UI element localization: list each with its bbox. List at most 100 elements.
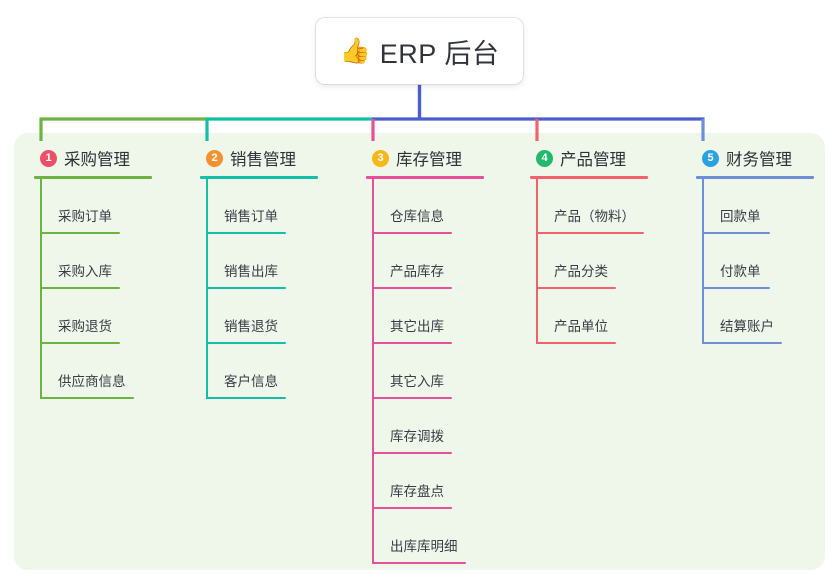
branch-column-1: 1 采购管理采购订单采购入库采购退货供应商信息 xyxy=(34,146,184,399)
branch-item-label: 付款单 xyxy=(720,264,761,279)
branch-item[interactable]: 库存调拨 xyxy=(366,399,516,454)
branch-title: 库存管理 xyxy=(396,151,462,169)
branch-item-label: 产品分类 xyxy=(554,264,608,279)
thumbs-up-icon: 👍 xyxy=(339,36,371,65)
branch-item[interactable]: 产品分类 xyxy=(530,234,680,289)
branch-item-label: 供应商信息 xyxy=(58,374,126,389)
branch-underline xyxy=(696,176,814,179)
branch-item[interactable]: 产品（物料） xyxy=(530,179,680,234)
branch-item[interactable]: 销售订单 xyxy=(200,179,350,234)
branch-item-underline xyxy=(372,397,452,399)
branch-item-label: 出库库明细 xyxy=(390,539,458,554)
branch-title: 销售管理 xyxy=(230,151,296,169)
branch-item-label: 产品（物料） xyxy=(554,209,635,224)
branch-number-badge: 5 xyxy=(702,149,719,167)
branch-item-label: 采购订单 xyxy=(58,209,112,224)
branch-item[interactable]: 出库库明细 xyxy=(366,509,516,564)
branch-item[interactable]: 供应商信息 xyxy=(34,344,184,399)
branch-item-underline xyxy=(372,287,452,289)
branch-item-list: 采购订单采购入库采购退货供应商信息 xyxy=(34,179,184,399)
branch-header-5[interactable]: 5 财务管理 xyxy=(696,146,826,170)
branch-item-label: 回款单 xyxy=(720,209,761,224)
branch-item-underline xyxy=(372,342,452,344)
branch-item-underline xyxy=(206,397,286,399)
diagram-panel xyxy=(14,133,825,570)
branch-item-underline xyxy=(372,452,452,454)
branch-item-list: 仓库信息产品库存其它出库其它入库库存调拨库存盘点出库库明细 xyxy=(366,179,516,564)
branch-item-label: 结算账户 xyxy=(720,319,774,334)
branch-item-underline xyxy=(536,232,644,234)
branch-item-underline xyxy=(702,287,770,289)
branch-item[interactable]: 付款单 xyxy=(696,234,826,289)
branch-item-label: 采购退货 xyxy=(58,319,112,334)
branch-item-underline xyxy=(40,287,120,289)
branch-item[interactable]: 客户信息 xyxy=(200,344,350,399)
branch-item-underline xyxy=(702,232,770,234)
branch-item-label: 产品单位 xyxy=(554,319,608,334)
branch-item-underline xyxy=(372,507,452,509)
branch-underline xyxy=(200,176,318,179)
branch-item-underline xyxy=(372,232,452,234)
branch-item[interactable]: 销售退货 xyxy=(200,289,350,344)
branch-item-label: 销售订单 xyxy=(224,209,278,224)
branch-underline xyxy=(34,176,152,179)
branch-item-underline xyxy=(40,342,120,344)
branch-header-1[interactable]: 1 采购管理 xyxy=(34,146,184,170)
branch-item-underline xyxy=(536,342,616,344)
branch-item-label: 库存调拨 xyxy=(390,429,444,444)
branch-spine xyxy=(206,179,208,399)
branch-spine xyxy=(702,179,704,344)
branch-item[interactable]: 产品单位 xyxy=(530,289,680,344)
branch-item-label: 其它出库 xyxy=(390,319,444,334)
branch-header-4[interactable]: 4 产品管理 xyxy=(530,146,680,170)
branch-item-underline xyxy=(40,232,120,234)
branch-underline xyxy=(530,176,648,179)
branch-item-underline xyxy=(206,232,286,234)
branch-column-5: 5 财务管理回款单付款单结算账户 xyxy=(696,146,826,344)
branch-item[interactable]: 产品库存 xyxy=(366,234,516,289)
branch-item-underline xyxy=(536,287,616,289)
branch-item-list: 回款单付款单结算账户 xyxy=(696,179,826,344)
branch-item-underline xyxy=(372,562,466,564)
root-node[interactable]: 👍 ERP 后台 xyxy=(316,18,523,84)
branch-item[interactable]: 销售出库 xyxy=(200,234,350,289)
branch-item-list: 产品（物料） 产品分类产品单位 xyxy=(530,179,680,344)
branch-item-label: 仓库信息 xyxy=(390,209,444,224)
branch-item-label: 采购入库 xyxy=(58,264,112,279)
branch-title: 采购管理 xyxy=(64,151,130,169)
branch-column-3: 3 库存管理仓库信息产品库存其它出库其它入库库存调拨库存盘点出库库明细 xyxy=(366,146,516,564)
page-title: ERP 后台 xyxy=(379,38,500,69)
branch-item-label: 库存盘点 xyxy=(390,484,444,499)
branch-item-label: 其它入库 xyxy=(390,374,444,389)
branch-spine xyxy=(40,179,42,399)
branch-item-list: 销售订单销售出库销售退货客户信息 xyxy=(200,179,350,399)
branch-item[interactable]: 结算账户 xyxy=(696,289,826,344)
branch-number-badge: 1 xyxy=(40,149,57,167)
branch-number-badge: 3 xyxy=(372,149,389,167)
branch-item[interactable]: 其它出库 xyxy=(366,289,516,344)
branch-item[interactable]: 回款单 xyxy=(696,179,826,234)
branch-number-badge: 4 xyxy=(536,149,553,167)
branch-item[interactable]: 其它入库 xyxy=(366,344,516,399)
branch-item[interactable]: 采购订单 xyxy=(34,179,184,234)
branch-item-underline xyxy=(702,342,782,344)
branch-column-4: 4 产品管理产品（物料） 产品分类产品单位 xyxy=(530,146,680,344)
branch-item-label: 客户信息 xyxy=(224,374,278,389)
branch-item[interactable]: 采购退货 xyxy=(34,289,184,344)
branch-item-label: 销售退货 xyxy=(224,319,278,334)
branch-item[interactable]: 采购入库 xyxy=(34,234,184,289)
branch-item-underline xyxy=(206,287,286,289)
branch-item-underline xyxy=(40,397,134,399)
branch-underline xyxy=(366,176,484,179)
branch-item[interactable]: 库存盘点 xyxy=(366,454,516,509)
branch-item-underline xyxy=(206,342,286,344)
branch-header-3[interactable]: 3 库存管理 xyxy=(366,146,516,170)
branch-title: 财务管理 xyxy=(726,151,792,169)
branch-spine xyxy=(372,179,374,564)
branch-item[interactable]: 仓库信息 xyxy=(366,179,516,234)
branch-item-label: 销售出库 xyxy=(224,264,278,279)
branch-title: 产品管理 xyxy=(560,151,626,169)
